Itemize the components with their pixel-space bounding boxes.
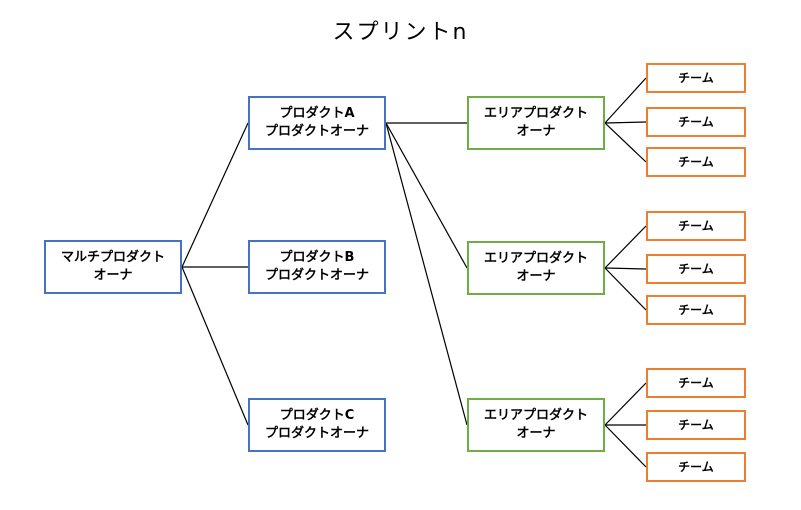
connector-product-a-area-2 xyxy=(385,122,468,269)
team-box-8: チーム xyxy=(646,410,746,440)
connector-area-1-team-3 xyxy=(604,122,647,163)
team-box-9: チーム xyxy=(646,452,746,482)
area-product-owner-box-2: エリアプロダクト オーナ xyxy=(467,241,605,295)
team-box-4: チーム xyxy=(646,211,746,241)
connector-product-a-area-3 xyxy=(385,122,468,426)
team-box-3: チーム xyxy=(646,147,746,177)
product-b-owner-box: プロダクトB プロダクトオーナ xyxy=(248,240,386,294)
multi-product-owner-box: マルチプロダクト オーナ xyxy=(44,240,182,294)
team-box-2: チーム xyxy=(646,107,746,137)
product-c-owner-box: プロダクトC プロダクトオーナ xyxy=(248,398,386,452)
connector-area-3-team-9 xyxy=(604,424,647,468)
area-product-owner-box-1: エリアプロダクト オーナ xyxy=(467,96,605,150)
connector-area-1-team-1 xyxy=(604,77,647,124)
area-product-owner-box-3: エリアプロダクト オーナ xyxy=(467,398,605,452)
team-box-7: チーム xyxy=(646,368,746,398)
diagram-title: スプリントn xyxy=(332,20,469,45)
product-a-owner-box: プロダクトA プロダクトオーナ xyxy=(248,96,386,150)
connector-root-product-c xyxy=(181,266,249,426)
connector-area-2-team-6 xyxy=(604,267,647,311)
connector-area-1-team-2 xyxy=(604,121,647,124)
team-box-6: チーム xyxy=(646,295,746,325)
team-box-1: チーム xyxy=(646,63,746,93)
connector-area-2-team-5 xyxy=(604,267,647,270)
connector-root-product-a xyxy=(181,122,249,268)
connector-area-2-team-4 xyxy=(604,225,647,269)
team-box-5: チーム xyxy=(646,254,746,284)
connector-area-3-team-7 xyxy=(604,382,647,426)
